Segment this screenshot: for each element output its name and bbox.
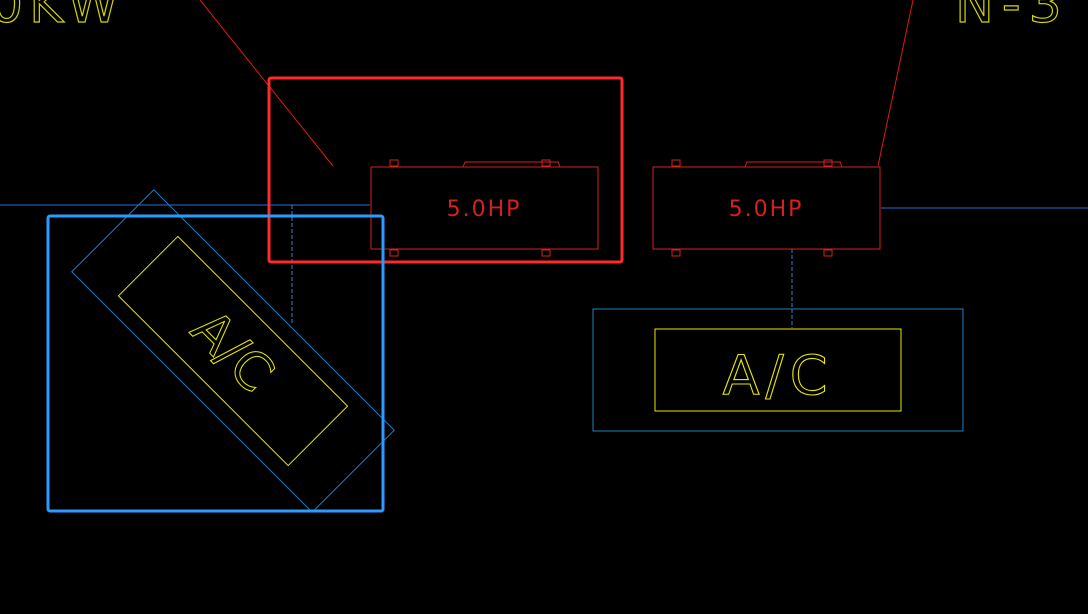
partial-label-top-left: 0KW [0,0,125,35]
outdoor-unit-2[interactable]: 5.0HP [652,159,881,257]
ac-unit-1[interactable]: A/C [71,189,395,513]
ac-unit-1-label: A/C [179,299,285,405]
ac-unit-2[interactable]: A/C [592,308,964,432]
ac-unit-2-housing [592,308,964,432]
selection-box-blue[interactable] [46,214,385,513]
partial-label-top-right: N-3 [955,0,1070,35]
unit-2-mount-tabs [671,159,833,257]
unit-2-capacity-label: 5.0HP [729,197,804,222]
ac-unit-2-body [654,328,902,412]
leader-line-left [199,0,334,167]
ac-unit-1-housing [71,189,395,513]
leader-line-right [877,0,914,167]
ac-unit-1-body [117,235,349,467]
ac-unit-2-label: A/C [723,344,834,407]
unit-1-capacity-label: 5.0HP [447,197,522,222]
outdoor-unit-1[interactable]: 5.0HP [370,159,599,257]
unit-1-mount-tabs [389,159,551,257]
selection-box-red[interactable] [267,76,624,264]
